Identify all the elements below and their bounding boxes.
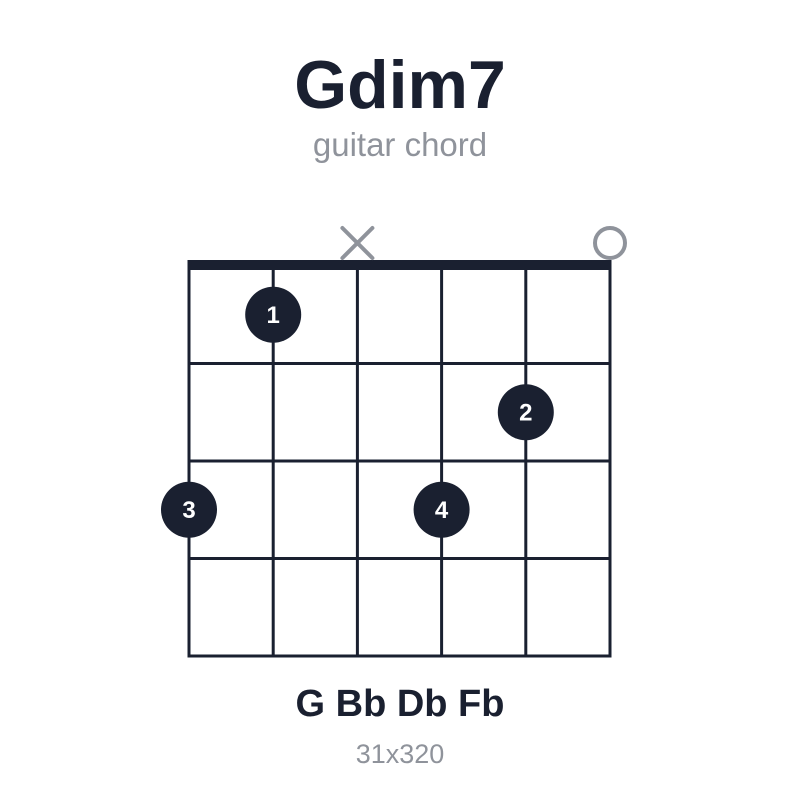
x-mark-icon	[340, 226, 375, 260]
finger-dot-circle	[245, 286, 302, 343]
finger-number: 2	[519, 399, 532, 426]
open-circle-icon	[593, 226, 627, 260]
finger-dot-circle	[161, 481, 217, 538]
finger-number: 1	[267, 302, 280, 329]
x-stroke	[340, 226, 375, 260]
finger-dot: 1	[245, 286, 302, 343]
finger-dot: 3	[161, 481, 217, 538]
nut	[187, 260, 612, 270]
string-markers	[340, 226, 627, 260]
chord-fingering: 31x320	[356, 739, 445, 769]
finger-dot: 2	[497, 384, 554, 441]
finger-dot: 4	[413, 481, 470, 538]
finger-dots: 1 2 3 4	[161, 286, 554, 538]
finger-number: 3	[182, 497, 195, 524]
chord-notes: G Bb Db Fb	[296, 683, 505, 725]
chord-title: Gdim7	[294, 47, 506, 123]
finger-dot-circle	[413, 481, 470, 538]
chord-subtitle: guitar chord	[313, 126, 487, 163]
finger-dot-circle	[497, 384, 554, 441]
finger-number: 4	[435, 497, 449, 524]
